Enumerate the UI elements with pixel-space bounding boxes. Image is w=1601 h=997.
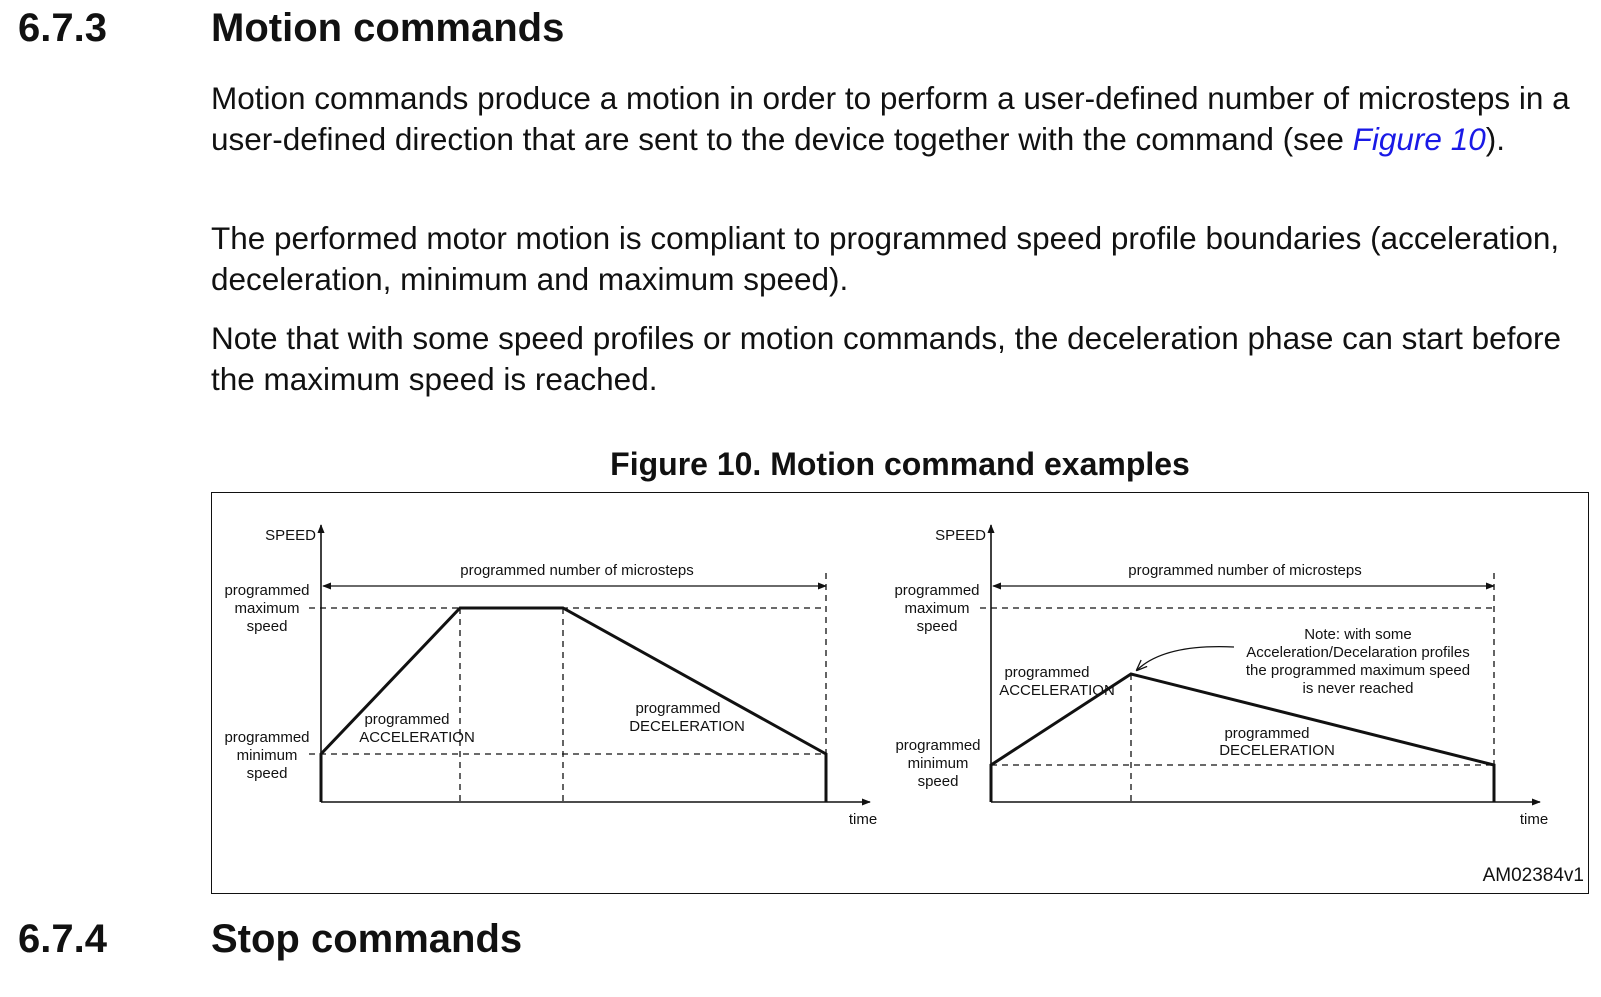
left-speed-curve: [319, 606, 828, 802]
section-title: Motion commands: [211, 6, 565, 50]
svg-text:Note: with some: Note: with some: [1304, 626, 1412, 643]
right-speed-profile: SPEED time programmed number of microste…: [894, 524, 1548, 828]
section-number: 6.7.4: [18, 917, 107, 961]
left-accel-label: programmed ACCELERATION: [359, 711, 475, 746]
svg-text:DECELERATION: DECELERATION: [629, 718, 745, 735]
svg-text:programmed: programmed: [224, 729, 309, 746]
left-max-speed-label: programmed maximum speed: [224, 582, 309, 635]
svg-text:programmed: programmed: [224, 582, 309, 599]
paragraph-text-end: ).: [1485, 121, 1505, 157]
svg-text:the programmed maximum speed: the programmed maximum speed: [1246, 662, 1470, 679]
figure-link[interactable]: Figure 10: [1352, 121, 1486, 157]
svg-text:programmed: programmed: [894, 582, 979, 599]
right-note-text: Note: with some Acceleration/Decelaratio…: [1246, 626, 1470, 697]
svg-text:programmed: programmed: [1224, 725, 1309, 742]
paragraph-compliance: The performed motor motion is compliant …: [211, 220, 1560, 297]
paragraph-note: Note that with some speed profiles or mo…: [211, 320, 1561, 397]
right-max-speed-label: programmed maximum speed: [894, 582, 979, 635]
right-min-speed-label: programmed minimum speed: [895, 737, 980, 790]
svg-text:programmed: programmed: [1004, 664, 1089, 681]
note-pointer-arrow: [1137, 646, 1235, 670]
svg-text:ACCELERATION: ACCELERATION: [359, 729, 475, 746]
left-x-axis-label: time: [849, 811, 877, 828]
figure-frame: SPEED time programmed number of microste…: [211, 492, 1589, 894]
left-y-axis-label: SPEED: [265, 527, 316, 544]
figure-title: Figure 10. Motion command examples: [610, 446, 1190, 482]
left-decel-label: programmed DECELERATION: [629, 700, 745, 735]
svg-text:DECELERATION: DECELERATION: [1219, 742, 1335, 759]
svg-text:minimum: minimum: [237, 747, 298, 764]
figure-code: AM02384v1: [1482, 865, 1584, 886]
left-span-label: programmed number of microsteps: [460, 562, 693, 579]
svg-text:programmed: programmed: [895, 737, 980, 754]
right-y-axis-label: SPEED: [935, 527, 986, 544]
paragraph-text: Motion commands produce a motion in orde…: [211, 80, 1570, 157]
svg-text:speed: speed: [917, 618, 958, 635]
right-span-label: programmed number of microsteps: [1128, 562, 1361, 579]
left-guide-lines: [309, 573, 827, 802]
svg-text:maximum: maximum: [904, 600, 969, 617]
svg-text:ACCELERATION: ACCELERATION: [999, 682, 1115, 699]
right-speed-curve: [989, 672, 1496, 802]
svg-text:speed: speed: [918, 773, 959, 790]
svg-text:is never reached: is never reached: [1303, 680, 1414, 697]
svg-text:programmed: programmed: [635, 700, 720, 717]
svg-text:maximum: maximum: [234, 600, 299, 617]
svg-text:minimum: minimum: [908, 755, 969, 772]
paragraph-motion-intro: Motion commands produce a motion in orde…: [211, 78, 1596, 160]
svg-text:programmed: programmed: [364, 711, 449, 728]
right-decel-label: programmed DECELERATION: [1219, 725, 1335, 759]
right-accel-label: programmed ACCELERATION: [999, 664, 1115, 699]
right-x-axis-label: time: [1520, 811, 1548, 828]
right-guide-lines: [980, 573, 1495, 802]
svg-text:speed: speed: [247, 765, 288, 782]
section-number: 6.7.3: [18, 6, 107, 50]
section-title: Stop commands: [211, 917, 523, 961]
left-min-speed-label: programmed minimum speed: [224, 729, 309, 782]
motion-profile-diagrams: SPEED time programmed number of microste…: [224, 524, 1548, 828]
svg-text:speed: speed: [247, 618, 288, 635]
left-speed-profile: SPEED time programmed number of microste…: [224, 524, 877, 828]
svg-text:Acceleration/Decelaration prof: Acceleration/Decelaration profiles: [1246, 644, 1469, 661]
